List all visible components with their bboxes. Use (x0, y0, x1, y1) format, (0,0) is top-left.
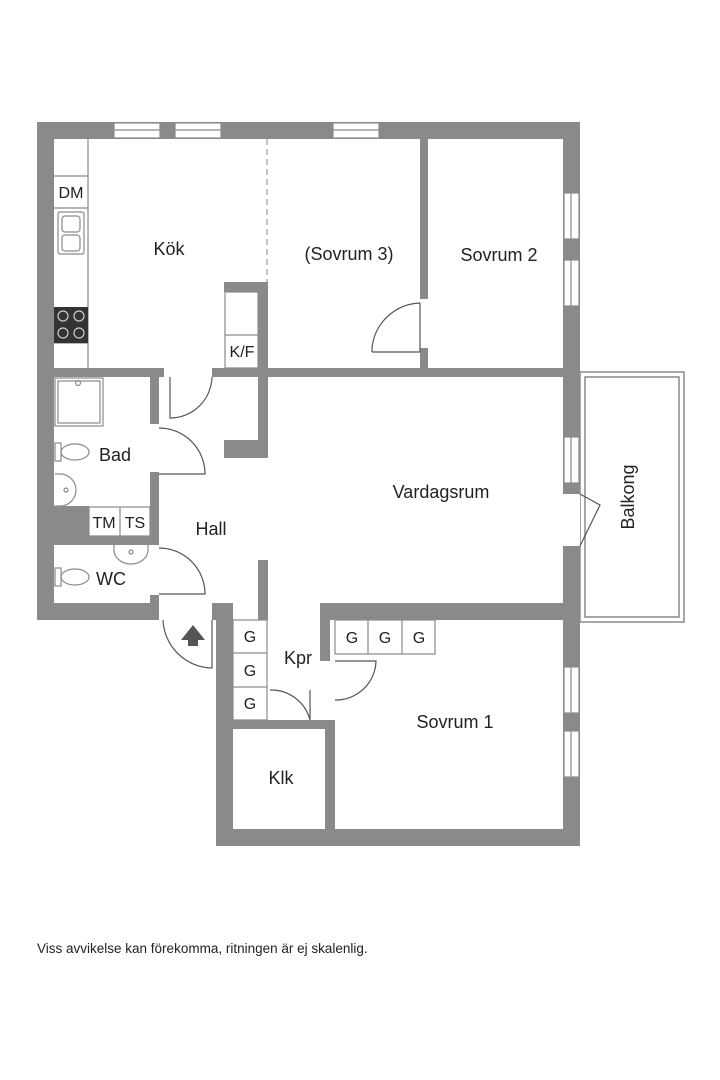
room-label-sovrum2: Sovrum 2 (460, 245, 537, 265)
fixture-label-ts: TS (125, 515, 145, 532)
wardrobe-label-g: G (244, 663, 256, 680)
entrance-arrow-icon (181, 625, 205, 646)
room-label-kok: Kök (153, 239, 185, 259)
wardrobe-label-g: G (346, 630, 358, 647)
room-label-klk: Klk (268, 768, 294, 788)
fixture-label-kf: K/F (230, 344, 255, 361)
stove-icon (54, 307, 88, 343)
room-label-bad: Bad (99, 445, 131, 465)
shower-icon (54, 377, 104, 427)
room-label-sovrum3: (Sovrum 3) (304, 244, 393, 264)
doors (158, 302, 601, 721)
windows (113, 122, 580, 778)
room-label-sovrum1: Sovrum 1 (416, 712, 493, 732)
room-label-kpr: Kpr (284, 648, 312, 668)
sink-icon (57, 211, 85, 255)
balcony-door-opening (563, 494, 580, 546)
walls (37, 122, 580, 846)
toilet-icon (54, 442, 90, 462)
wc-toilet-icon (54, 567, 90, 587)
washbasin-icon (55, 473, 77, 507)
room-label-hall: Hall (195, 519, 226, 539)
wardrobe-label-g: G (244, 629, 256, 646)
fixture-label-dm: DM (59, 185, 84, 202)
tm-ts-cabinet (88, 506, 151, 537)
wardrobe-label-g: G (379, 630, 391, 647)
wardrobe-label-g: G (244, 696, 256, 713)
room-label-wc: WC (96, 569, 126, 589)
wc-washbasin-icon (113, 545, 149, 565)
room-label-vardagsrum: Vardagsrum (393, 482, 490, 502)
room-label-balkong: Balkong (618, 464, 638, 529)
wardrobes (232, 619, 436, 721)
wardrobe-label-g: G (413, 630, 425, 647)
fixture-label-tm: TM (92, 515, 115, 532)
disclaimer-text: Viss avvikelse kan förekomma, ritningen … (37, 941, 368, 956)
